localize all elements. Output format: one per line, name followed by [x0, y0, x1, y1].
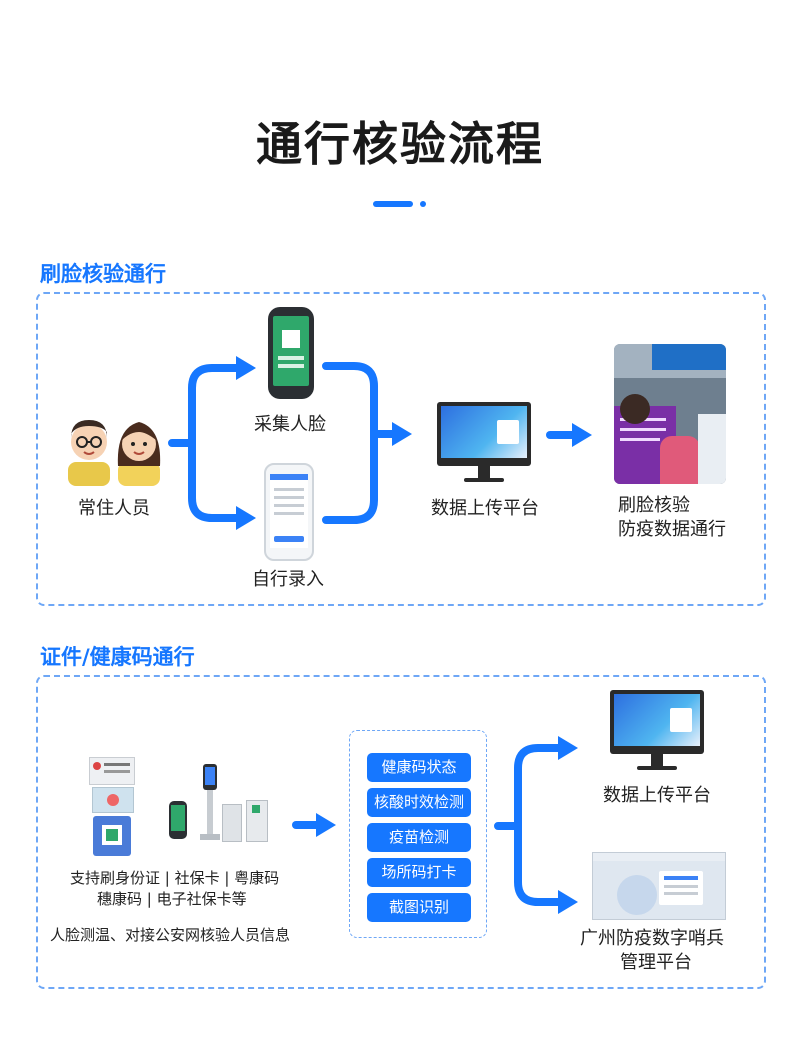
upload-label-2: 数据上传平台: [603, 785, 711, 806]
arrowhead-result: [572, 423, 592, 447]
self-entry-label: 自行录入: [252, 569, 324, 590]
result-label-line2: 防疫数据通行: [618, 519, 726, 540]
residents-label: 常住人员: [78, 498, 150, 519]
smartphone-screen: [270, 474, 308, 548]
arrow-from-self-entry: [322, 430, 378, 524]
arrow-to-upload: [494, 744, 564, 830]
section2-box: [36, 675, 766, 989]
handheld-terminal-icon: [268, 307, 314, 399]
section1-box: [36, 292, 766, 606]
section2-title: 证件/健康码通行: [40, 645, 195, 669]
face-temp-text: 人脸测温、对接公安网核验人员信息: [50, 926, 291, 944]
smartphone-icon: [264, 463, 314, 561]
arrowhead-platform: [558, 890, 578, 914]
arrowhead-self-entry: [236, 506, 256, 530]
face-verification-photo: [614, 344, 726, 484]
platform-label-line2: 管理平台: [620, 952, 692, 973]
check-vaccine: 疫苗检测: [367, 823, 471, 852]
arrowhead-collect: [236, 356, 256, 380]
monitor-screen-2: [614, 694, 700, 746]
platform-label-line1: 广州防疫数字哨兵: [580, 928, 724, 949]
section1-arrows: [168, 356, 592, 530]
health-code-icon: [93, 816, 131, 856]
title-underline-dot: [420, 201, 426, 207]
arrowhead-upload-2: [558, 736, 578, 760]
temperature-kiosk-icon: [203, 764, 217, 790]
upload-label-1: 数据上传平台: [431, 498, 539, 519]
title-underline: [373, 201, 413, 207]
check-nucleic-acid: 核酸时效检测: [367, 788, 471, 817]
section1-title: 刷脸核验通行: [40, 262, 166, 286]
checks-box: 健康码状态 核酸时效检测 疫苗检测 场所码打卡 截图识别: [349, 730, 487, 938]
support-text-line2: 穗康码 | 电子社保卡等: [97, 890, 247, 908]
arrow-to-platform: [514, 822, 564, 906]
arrow-from-collect: [322, 362, 398, 438]
residents-icon: [68, 420, 161, 486]
monitor-screen: [441, 406, 527, 458]
arrow-to-collect: [168, 364, 242, 447]
arrowhead-checks: [316, 813, 336, 837]
handheld-device-icon: [169, 801, 187, 839]
monitor-icon: [437, 402, 531, 466]
check-health-code-status: 健康码状态: [367, 753, 471, 782]
check-screenshot: 截图识别: [367, 893, 471, 922]
turnstile-left-icon: [222, 804, 242, 842]
turnstile-right-icon: [246, 800, 268, 842]
social-card-icon: [92, 787, 134, 813]
sentinel-platform-screen: [592, 852, 726, 920]
monitor-icon-2: [610, 690, 704, 754]
handheld-screen: [273, 316, 309, 386]
page-title: 通行核验流程: [256, 117, 544, 171]
support-text-line1: 支持刷身份证 | 社保卡 | 粤康码: [70, 869, 280, 887]
section2-arrows: [292, 736, 578, 914]
arrowhead-upload: [392, 422, 412, 446]
id-card-back-icon: [89, 757, 135, 785]
collect-face-label: 采集人脸: [254, 414, 326, 435]
arrow-to-self-entry: [188, 439, 242, 522]
result-label-line1: 刷脸核验: [618, 495, 690, 516]
check-venue-code: 场所码打卡: [367, 858, 471, 887]
